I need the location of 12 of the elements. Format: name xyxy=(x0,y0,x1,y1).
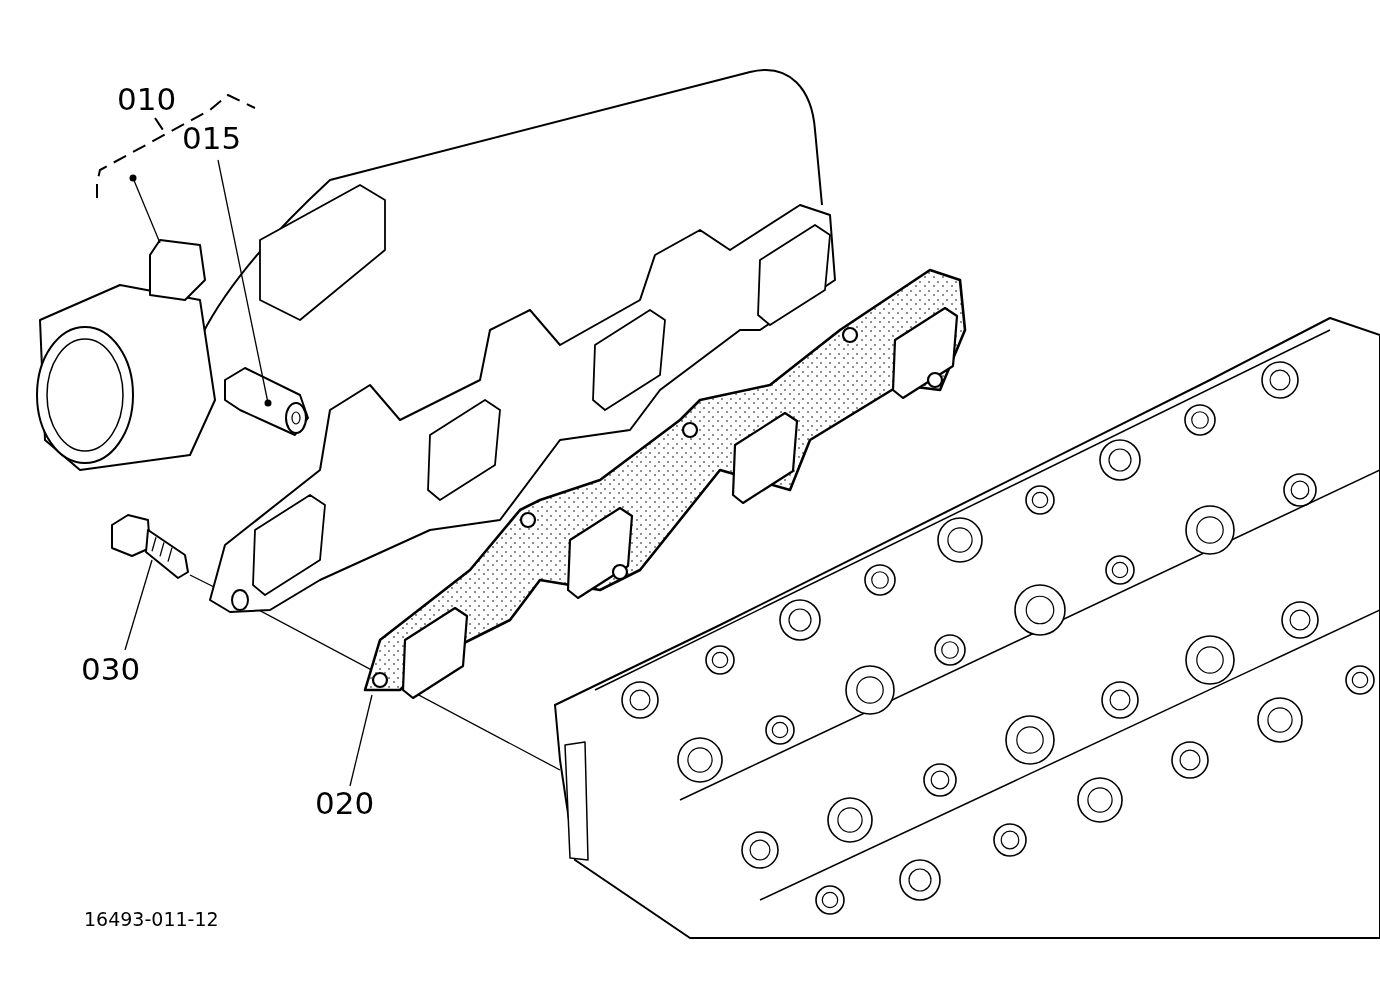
drawing-number: 16493-011-12 xyxy=(84,908,219,930)
leader-line xyxy=(349,694,373,787)
callout-number: 020 xyxy=(315,786,375,820)
pipe-nipple-drawing xyxy=(224,367,309,436)
callout-number: 010 xyxy=(117,82,177,116)
callout-number: 030 xyxy=(81,652,141,686)
callout-number: 015 xyxy=(182,121,242,155)
leader-line xyxy=(217,159,272,407)
bolt-drawing xyxy=(111,514,189,579)
leader-line xyxy=(129,174,161,244)
gasket-drawing xyxy=(363,268,967,700)
leader-line xyxy=(124,559,153,651)
